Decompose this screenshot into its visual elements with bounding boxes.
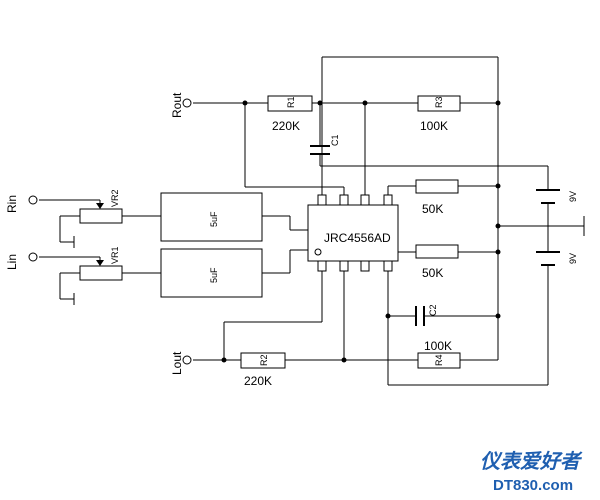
svg-text:9V: 9V bbox=[568, 253, 578, 264]
lin-label: Lin bbox=[5, 254, 19, 270]
svg-text:C1: C1 bbox=[330, 134, 340, 146]
battery-top: 9V bbox=[536, 189, 578, 204]
resistor-r5: 50K bbox=[415, 179, 459, 216]
capacitor-c1: C1 bbox=[310, 134, 340, 155]
cap-5uf-bottom: 5uF bbox=[160, 248, 263, 298]
rout-label: Rout bbox=[170, 92, 184, 118]
pot-vr1: VR1 bbox=[73, 246, 123, 305]
rin-terminal bbox=[28, 195, 38, 205]
svg-text:9V: 9V bbox=[568, 191, 578, 202]
svg-text:R2: R2 bbox=[259, 354, 269, 366]
ic-jrc4556ad: JRC4556AD bbox=[307, 194, 399, 272]
svg-text:VR2: VR2 bbox=[110, 189, 120, 207]
svg-text:R1: R1 bbox=[286, 96, 296, 108]
watermark: 仪表爱好者 DT830.com bbox=[480, 449, 583, 494]
watermark-en: DT830.com bbox=[493, 477, 573, 494]
rin-label: Rin bbox=[5, 195, 19, 213]
resistor-r2: R2 220K bbox=[240, 352, 286, 388]
svg-text:C2: C2 bbox=[428, 304, 438, 316]
rout-terminal bbox=[182, 98, 192, 108]
r3-value: 100K bbox=[420, 119, 448, 133]
r1-value: 220K bbox=[272, 119, 300, 133]
resistor-r3: R3 100K bbox=[417, 95, 461, 133]
ic-label: JRC4556AD bbox=[324, 231, 391, 245]
wires bbox=[39, 56, 585, 386]
lout-label: Lout bbox=[170, 351, 184, 375]
svg-text:5uF: 5uF bbox=[209, 211, 219, 227]
svg-text:VR1: VR1 bbox=[110, 246, 120, 264]
resistor-r4: R4 100K bbox=[417, 339, 461, 369]
lin-terminal bbox=[28, 252, 38, 262]
svg-text:R4: R4 bbox=[434, 354, 444, 366]
pot-vr2: VR2 bbox=[73, 189, 123, 248]
battery-bottom: 9V bbox=[536, 251, 578, 266]
junctions bbox=[221, 100, 501, 363]
r5-value: 50K bbox=[422, 202, 443, 216]
resistor-r1: R1 220K bbox=[267, 95, 313, 133]
capacitor-c2: C2 bbox=[415, 304, 438, 326]
cap-5uf-top: 5uF bbox=[160, 192, 263, 242]
lout-terminal bbox=[182, 355, 192, 365]
r4-value: 100K bbox=[424, 339, 452, 353]
r2-value: 220K bbox=[244, 374, 272, 388]
svg-text:5uF: 5uF bbox=[209, 267, 219, 283]
watermark-cn: 仪表爱好者 bbox=[480, 449, 583, 473]
resistor-r6: 50K bbox=[415, 244, 459, 280]
r6-value: 50K bbox=[422, 266, 443, 280]
svg-text:R3: R3 bbox=[434, 96, 444, 108]
